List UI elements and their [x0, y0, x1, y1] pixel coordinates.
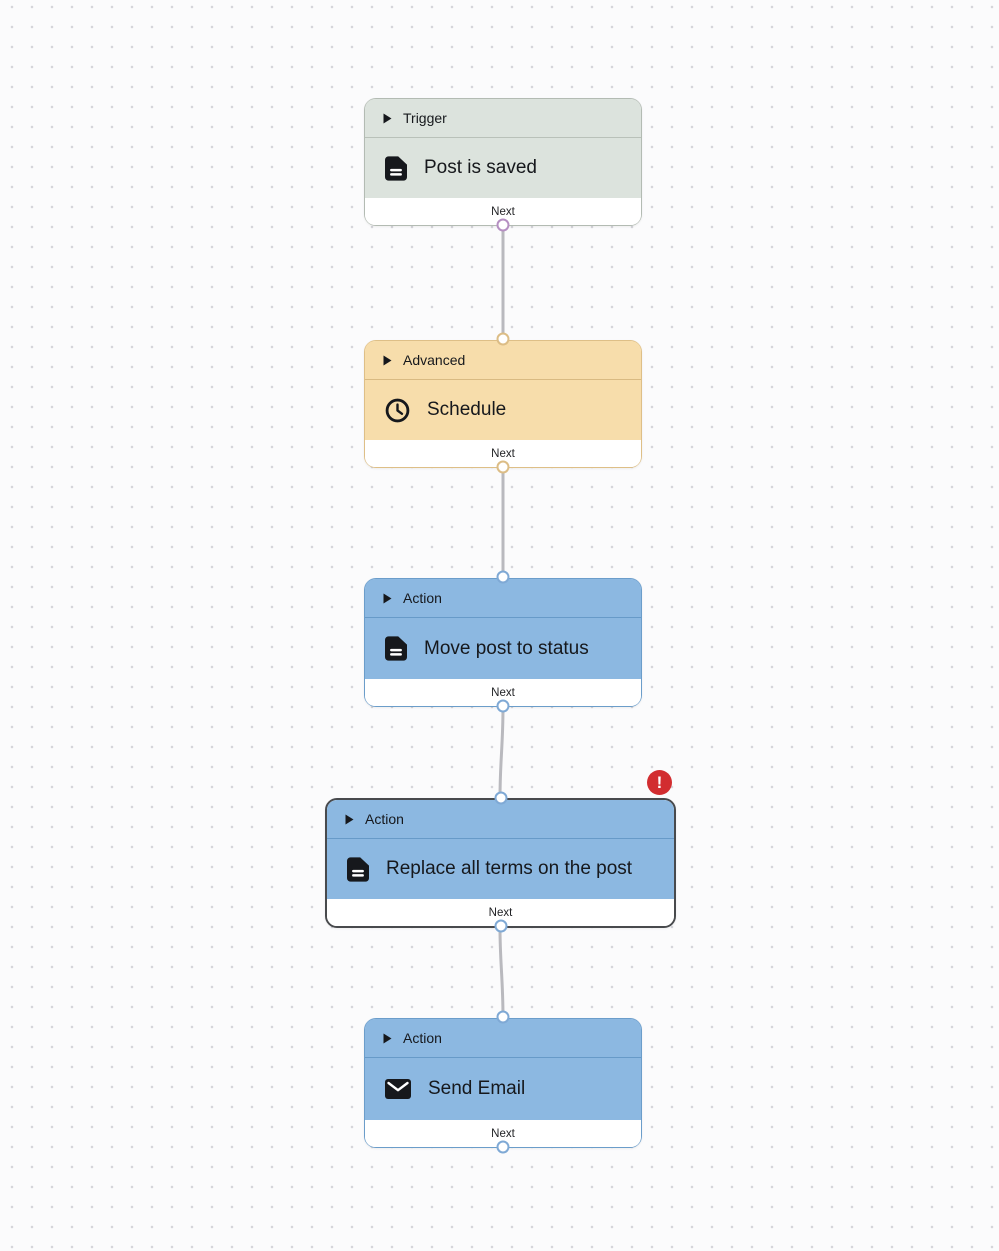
output-handle[interactable] — [494, 919, 507, 933]
node-advanced-schedule[interactable]: Advanced Schedule Next — [364, 332, 642, 474]
input-handle[interactable] — [496, 332, 510, 346]
node-body[interactable]: Schedule — [365, 380, 641, 440]
output-handle[interactable] — [496, 699, 510, 713]
node-title: Send Email — [428, 1078, 526, 1099]
node-category-label: Action — [403, 1030, 442, 1046]
collapse-caret-icon[interactable] — [383, 113, 392, 124]
node-category-label: Action — [403, 590, 442, 606]
output-handle[interactable] — [496, 1140, 510, 1154]
node-body[interactable]: Post is saved — [365, 138, 641, 198]
collapse-caret-icon[interactable] — [345, 814, 354, 825]
node-category-label: Advanced — [403, 352, 466, 368]
node-header[interactable]: Advanced — [365, 341, 641, 380]
node-body[interactable]: Move post to status — [365, 618, 641, 679]
node-title: Post is saved — [424, 157, 537, 178]
next-label: Next — [488, 906, 513, 919]
next-label: Next — [491, 447, 515, 460]
node-action-replace-all-terms[interactable]: Action Replace all terms on the post Nex… — [325, 791, 676, 933]
file-text-icon — [347, 856, 369, 882]
node-header[interactable]: Action — [365, 1019, 641, 1058]
collapse-caret-icon[interactable] — [383, 593, 392, 604]
input-handle[interactable] — [496, 570, 510, 584]
next-label: Next — [491, 205, 515, 218]
node-title: Replace all terms on the post — [386, 858, 633, 879]
node-category-label: Action — [365, 811, 404, 827]
node-action-move-post-to-status[interactable]: Action Move post to status Next — [364, 570, 642, 713]
next-label: Next — [491, 686, 515, 699]
next-label: Next — [491, 1127, 515, 1140]
input-handle[interactable] — [496, 1010, 510, 1024]
collapse-caret-icon[interactable] — [383, 355, 392, 366]
node-header[interactable]: Action — [365, 579, 641, 618]
node-category-label: Trigger — [403, 110, 447, 126]
edge-action2-action3 — [498, 926, 505, 1020]
output-handle[interactable] — [496, 460, 510, 474]
node-trigger-post-is-saved[interactable]: Trigger Post is saved Next — [364, 98, 642, 232]
collapse-caret-icon[interactable] — [383, 1033, 392, 1044]
envelope-icon — [385, 1079, 411, 1099]
edge-action1-action2 — [498, 705, 505, 800]
node-action-send-email[interactable]: Action Send Email Next — [364, 1010, 642, 1154]
node-body[interactable]: Replace all terms on the post — [327, 839, 674, 899]
file-text-icon — [385, 636, 407, 661]
node-title: Move post to status — [424, 637, 589, 659]
error-badge[interactable]: ! — [647, 770, 672, 795]
node-header[interactable]: Trigger — [365, 99, 641, 138]
node-title: Schedule — [427, 399, 507, 420]
clock-icon — [385, 398, 410, 423]
output-handle[interactable] — [496, 218, 510, 232]
node-header[interactable]: Action — [327, 800, 674, 839]
file-text-icon — [385, 155, 407, 181]
error-exclamation-icon: ! — [656, 773, 663, 792]
node-body[interactable]: Send Email — [365, 1058, 641, 1120]
input-handle[interactable] — [494, 791, 507, 805]
